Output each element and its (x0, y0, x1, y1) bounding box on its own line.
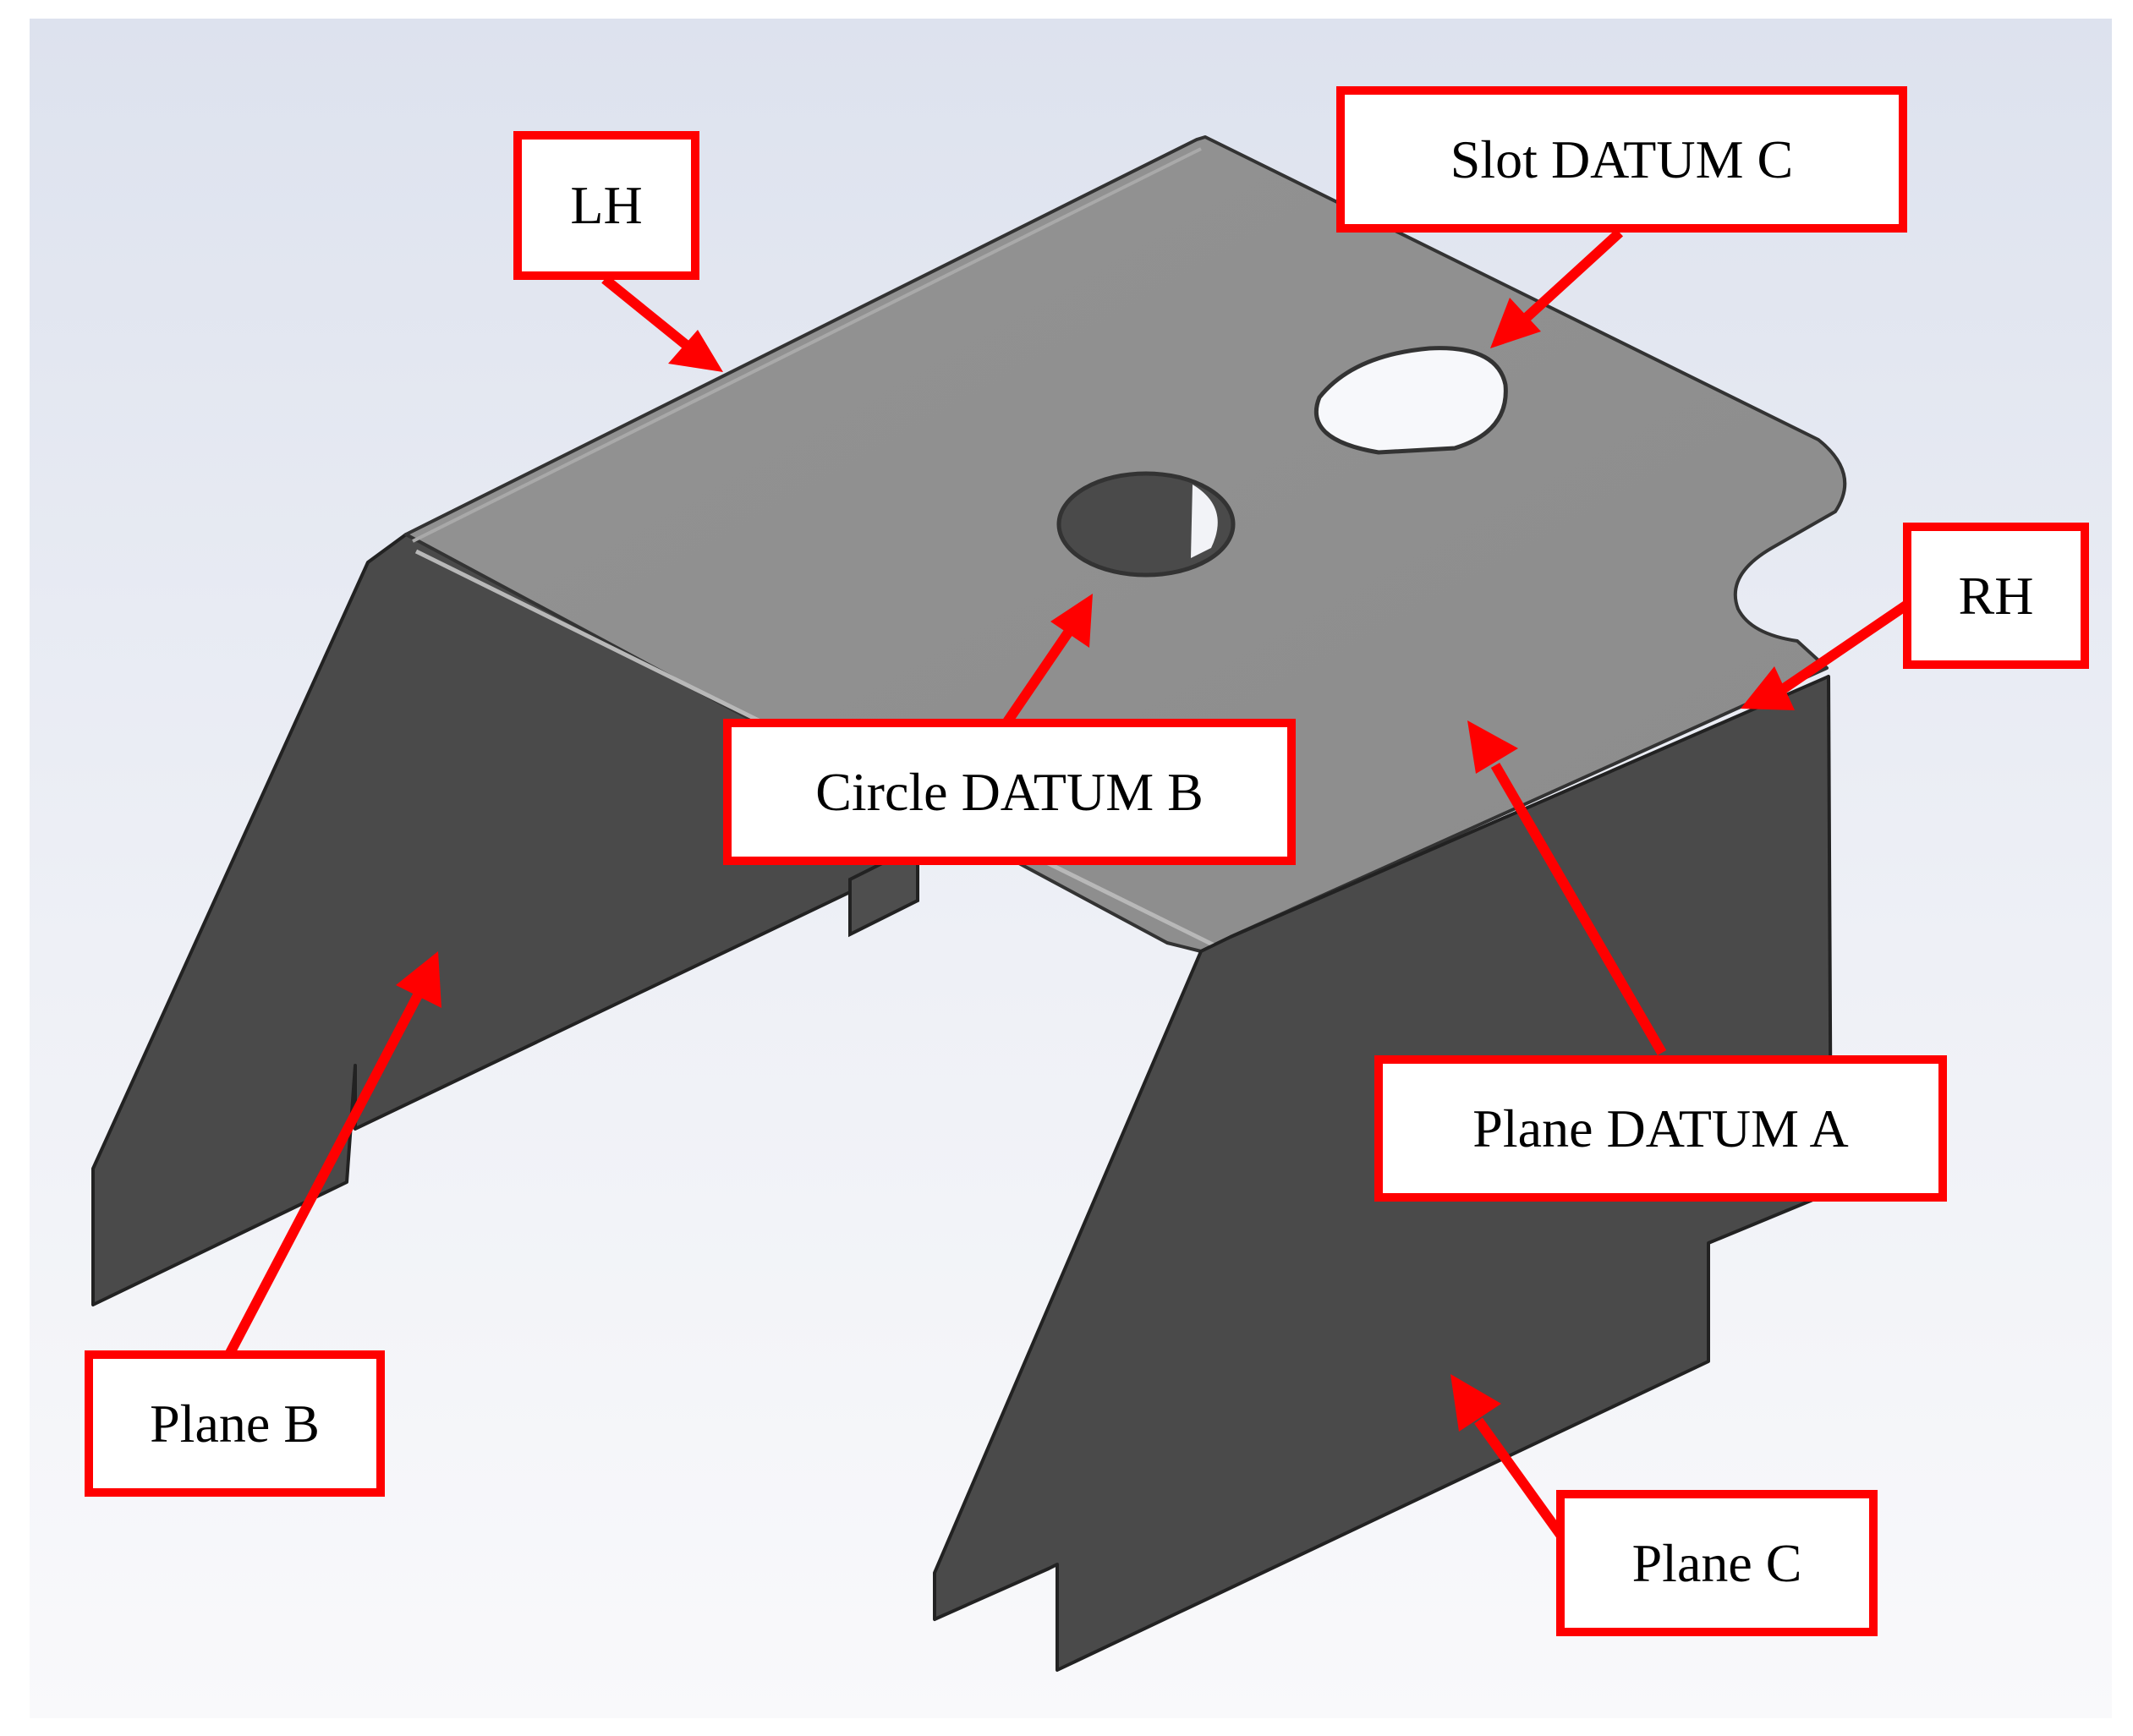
callout-arrows (225, 228, 1911, 1538)
slot-datum-c-arrowhead (1490, 298, 1541, 348)
plane-datum-a-arrow (1490, 762, 1667, 1056)
rh-arrowhead (1741, 666, 1795, 710)
plane-datum-a-label: Plane DATUM A (1374, 1055, 1947, 1202)
plane-c-arrow (1474, 1417, 1565, 1538)
plane-b-arrowhead (396, 951, 441, 1008)
datum-c-slot (1313, 346, 1508, 455)
plane-datum-a-arrowhead (1467, 720, 1518, 774)
slot-datum-c-arrow (1518, 228, 1624, 326)
circle-datum-b-arrow (1002, 627, 1074, 726)
lh-edge-highlight (412, 147, 1202, 543)
datum-b-hole (1056, 471, 1236, 578)
slot-datum-c-label: Slot DATUM C (1336, 86, 1907, 233)
rh-arrow (1779, 600, 1911, 693)
lh-label: LH (513, 131, 699, 280)
circle-datum-b-arrowhead (1050, 594, 1093, 648)
lh-arrowhead (668, 330, 723, 372)
rh-label: RH (1903, 523, 2089, 669)
plane-c-label: Plane C (1556, 1490, 1878, 1636)
plane-b-arrow (225, 991, 424, 1355)
plane-b-label: Plane B (85, 1350, 385, 1497)
lh-arrow (601, 275, 697, 355)
circle-datum-b-label: Circle DATUM B (723, 719, 1296, 865)
datum-b-hole-through (1191, 485, 1218, 558)
plane-c-arrowhead (1450, 1374, 1501, 1432)
